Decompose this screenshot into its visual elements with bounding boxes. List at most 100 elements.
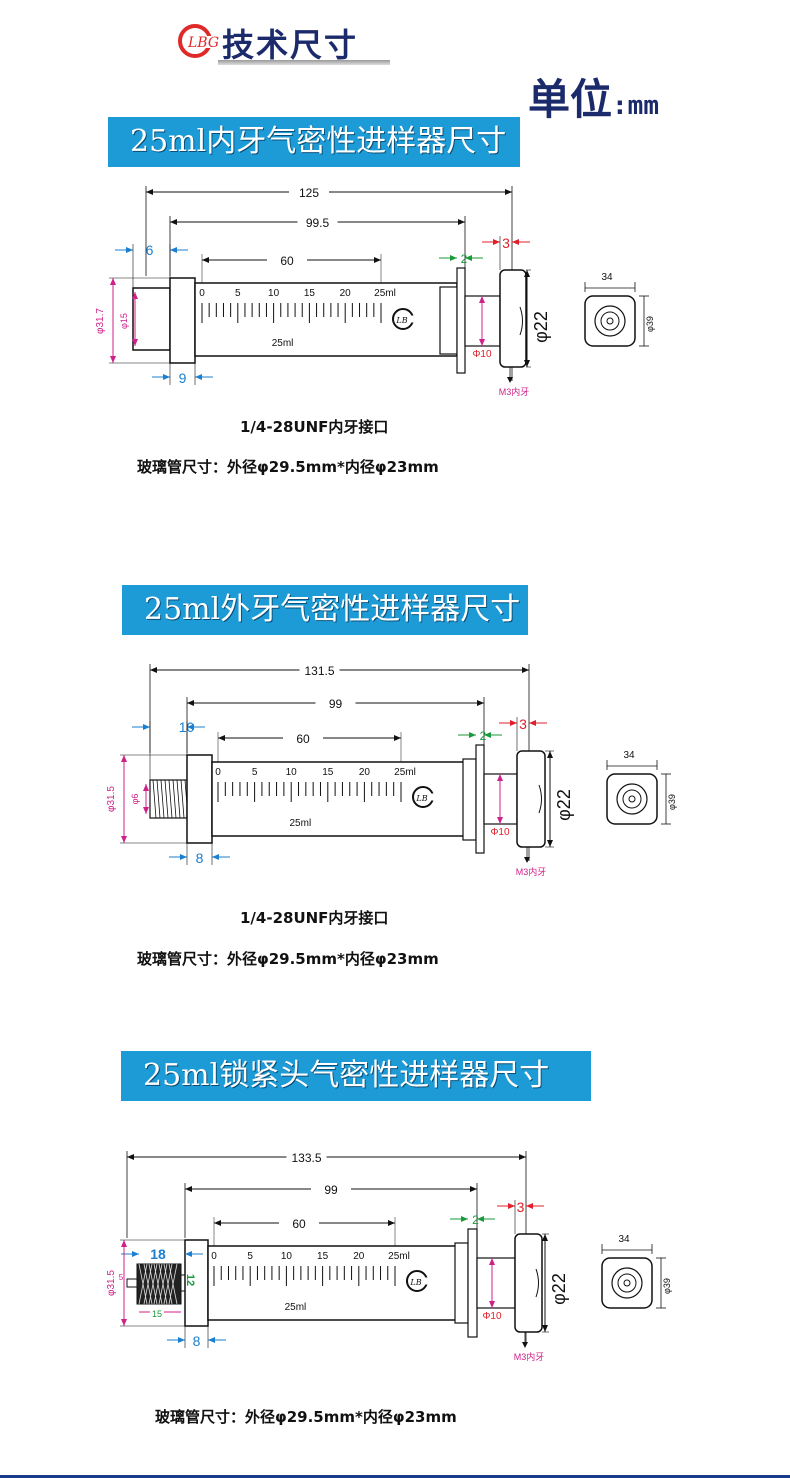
- s3-barrel-volume-label: 25ml: [285, 1302, 307, 1313]
- s3-scale-label-0: 0: [211, 1251, 217, 1262]
- s2-dim-tip-right-arrow: [187, 724, 194, 730]
- s1-flange: [456, 267, 466, 374]
- s3-dim-head-label: 3: [517, 1199, 525, 1215]
- s2-scale-label-3: 15: [322, 767, 334, 778]
- s3-dim-head-dia-arrow-top: [542, 1234, 548, 1241]
- s3-scale-label-4: 20: [353, 1251, 365, 1262]
- s2-end-view-ring-inner: [628, 795, 636, 803]
- s2-scale-label-1: 5: [252, 767, 258, 778]
- s3-knurl-line: [168, 1263, 178, 1305]
- s3-dim-knob-len-label: 15: [152, 1309, 162, 1319]
- s3-scale-label-3: 15: [317, 1251, 329, 1262]
- s2-scale-label-5: 25ml: [394, 767, 416, 778]
- s1-dim-total-label: 125: [299, 186, 319, 200]
- s1-hub: [169, 277, 196, 364]
- s3-dim-knob-dia-label: 12: [184, 1274, 196, 1286]
- s1-rear-cap: [439, 286, 458, 355]
- s3-plunger-head: [514, 1233, 543, 1333]
- s2-end-view-ring-mid: [622, 789, 642, 809]
- s2-dim-inner-dia-arrow-bottom: [143, 807, 149, 814]
- s3-end-view-height-label: φ39: [662, 1278, 672, 1294]
- section-3-banner: 25ml锁紧头气密性进样器尺寸: [121, 1051, 591, 1101]
- s3-dim-tip-left-arrow: [132, 1251, 139, 1257]
- s1-dim-flange-left-arrow: [450, 255, 457, 261]
- s1-dim-rod-dia-arrow-top: [479, 296, 485, 303]
- s3-dim-tip-right-arrow: [185, 1251, 192, 1257]
- s2-dim-tip-label: 10: [179, 719, 195, 735]
- s3-scale-label-5: 25ml: [388, 1251, 410, 1262]
- s2-dim-head-dia-label: φ22: [554, 789, 574, 821]
- s1-dim-inner-dia-label: φ15: [119, 313, 129, 329]
- s3-dim-outer-dia-arrow-bottom: [121, 1319, 127, 1326]
- s2-dim-barrel-arrow-right: [477, 700, 484, 706]
- s1-dim-total-arrow-right: [505, 189, 512, 195]
- s2-threaded-tip: [149, 779, 188, 819]
- s3-dim-hub-label: 8: [193, 1333, 201, 1349]
- s2-end-view-height-label: φ39: [667, 794, 677, 810]
- s1-dim-tip-right-arrow: [170, 247, 177, 253]
- s1-dim-head-left-arrow: [493, 239, 500, 245]
- s1-dim-barrel-arrow-left: [170, 219, 177, 225]
- s2-dim-rod-dia-arrow-top: [497, 774, 503, 781]
- s2-dim-scale-label-bg: [283, 729, 323, 745]
- page-title: 技术尺寸: [222, 26, 359, 64]
- s1-dim-inner-dia-arrow-bottom: [132, 339, 138, 346]
- s3-end-view-outline: [601, 1257, 653, 1309]
- s3-dim-outer-dia-arrow-top: [121, 1240, 127, 1247]
- s3-dim-scale-label-bg: [279, 1214, 319, 1230]
- s2-thread-line: [168, 779, 173, 819]
- s2-plunger-head: [516, 750, 546, 848]
- s1-dim-rod-dia-label: Φ10: [472, 349, 492, 360]
- s2-thread-line: [152, 779, 157, 819]
- s2-scale-label-4: 20: [359, 767, 371, 778]
- s2-dim-tip-left-arrow: [143, 724, 150, 730]
- s1-end-view-height-label: φ39: [645, 316, 655, 332]
- s1-dim-scale-arrow-right: [374, 257, 381, 263]
- s2-end-view-outline: [606, 773, 658, 825]
- s2-dim-outer-dia-label: φ31.5: [106, 786, 117, 812]
- s2-m3-label: M3内牙: [516, 866, 547, 877]
- section-2-banner: 25ml外牙气密性进样器尺寸: [122, 585, 528, 635]
- s2-dim-head-left-arrow: [510, 720, 517, 726]
- s1-scale-label-2: 10: [268, 288, 280, 299]
- s2-dim-inner-dia-label: φ6: [130, 794, 140, 805]
- section-1-banner: 25ml内牙气密性进样器尺寸: [108, 117, 520, 167]
- s1-tip: [132, 287, 171, 351]
- s1-m3-arrow: [507, 377, 513, 383]
- s1-plunger-head: [499, 269, 527, 368]
- s1-end-view-width-label: 34: [601, 272, 613, 283]
- bottom-border: [0, 1475, 790, 1478]
- s3-dim-knob-len-bg: [150, 1307, 164, 1318]
- s1-scale-label-5: 25ml: [374, 288, 396, 299]
- s2-dim-inner-dia-arrow-top: [143, 784, 149, 791]
- s2-glass-barrel: [211, 761, 477, 837]
- s1-dim-scale-label-bg: [267, 251, 307, 267]
- s2-scale-label-0: 0: [215, 767, 221, 778]
- s2-dim-flange-label: 2: [480, 729, 487, 743]
- s1-dim-outer-dia-label: φ31.7: [95, 308, 106, 334]
- s2-thread-line: [156, 779, 161, 819]
- s2-dim-scale-arrow-right: [394, 735, 401, 741]
- s3-dim-total-arrow-right: [519, 1154, 526, 1160]
- s2-dim-outer-dia-arrow-top: [121, 755, 127, 762]
- s3-dim-scale-arrow-right: [388, 1220, 395, 1226]
- s2-thread-line: [172, 779, 177, 819]
- s1-dim-flange-right-arrow: [465, 255, 472, 261]
- s3-dim-barrel-arrow-right: [470, 1186, 477, 1192]
- s1-dim-total-arrow-left: [146, 189, 153, 195]
- title-underline: [218, 60, 390, 65]
- s2-end-view-ring-outer: [616, 783, 648, 815]
- s2-plunger-head-dome: [538, 784, 542, 814]
- s3-flange: [467, 1228, 478, 1338]
- s3-dim-flange-right-arrow: [477, 1216, 484, 1222]
- s2-thread-line: [176, 779, 181, 819]
- s3-dim-rod-dia-arrow-top: [489, 1258, 495, 1265]
- s1-end-view-ring-inner: [606, 317, 614, 325]
- s1-dim-barrel-arrow-right: [458, 219, 465, 225]
- s1-scale-label-1: 5: [235, 288, 241, 299]
- s2-dim-total-label: 131.5: [304, 664, 334, 678]
- s3-plunger-rod: [476, 1257, 516, 1309]
- s3-dim-hub-left-arrow: [178, 1337, 185, 1343]
